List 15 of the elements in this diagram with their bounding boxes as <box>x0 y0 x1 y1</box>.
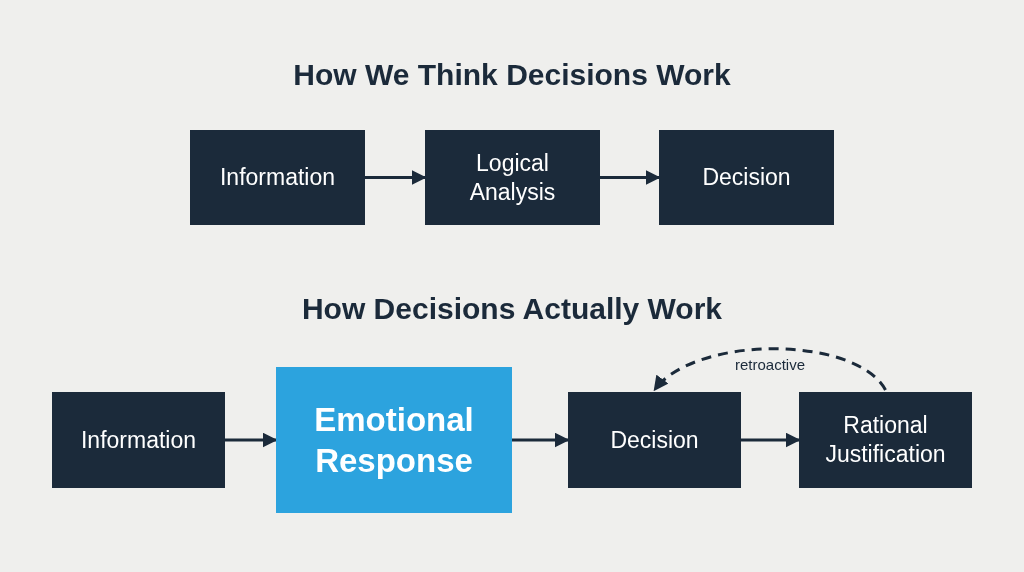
process-box: Logical Analysis <box>425 130 600 225</box>
process-box: Decision <box>659 130 834 225</box>
process-box: Information <box>190 130 365 225</box>
arrow <box>600 170 661 185</box>
title: How We Think Decisions Work <box>292 58 732 92</box>
arrow <box>365 170 427 185</box>
arrow <box>512 432 570 448</box>
arrow <box>741 432 801 448</box>
process-box: Information <box>52 392 225 488</box>
highlighted-box: Emotional Response <box>276 367 512 513</box>
section-heading: How Decisions Actually Work <box>300 292 724 326</box>
arrow <box>653 347 887 392</box>
process-box: Rational Justification <box>799 392 972 488</box>
process-box: Decision <box>568 392 741 488</box>
arrow <box>225 432 278 448</box>
